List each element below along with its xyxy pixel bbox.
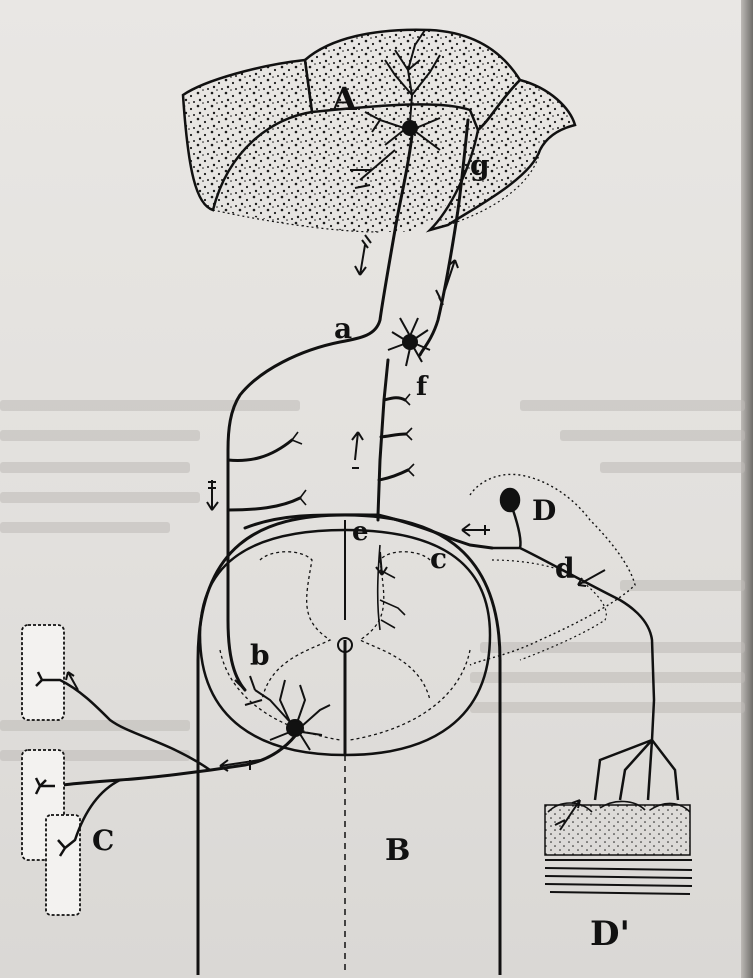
skin-tissue: [545, 801, 692, 894]
label-D: D: [532, 494, 556, 527]
label-A: A: [331, 80, 358, 118]
label-e: e: [352, 517, 369, 547]
label-g: g: [470, 149, 490, 182]
label-b: b: [250, 639, 270, 672]
label-d: d: [555, 552, 575, 585]
label-c: c: [430, 542, 447, 575]
motor-neuron-b: [55, 676, 330, 786]
arrow-down-cerebellum: [355, 235, 371, 275]
neuron-f: [388, 318, 430, 366]
arrow-up-ascending: [436, 260, 458, 305]
label-D-prime: D': [590, 914, 630, 954]
arrow-up-column: [352, 432, 363, 468]
cerebellum-region: [183, 30, 575, 232]
dorsal-horn-neuron: [378, 545, 405, 630]
arrow-up-d: [578, 570, 605, 586]
arrow-left-sensory: [462, 524, 490, 536]
label-a: a: [334, 312, 352, 345]
collateral-branches: [292, 394, 414, 505]
arrow-down-left: [207, 480, 218, 510]
label-C: C: [92, 824, 114, 857]
label-f: f: [416, 372, 429, 402]
spinal-cord-outline: [198, 515, 500, 975]
muscle-fibers: [22, 625, 80, 915]
spinal-tract-column: [378, 360, 388, 520]
label-B: B: [385, 833, 410, 868]
sensory-neuron-d: [492, 489, 678, 800]
spinal-cord-section: [198, 515, 500, 975]
